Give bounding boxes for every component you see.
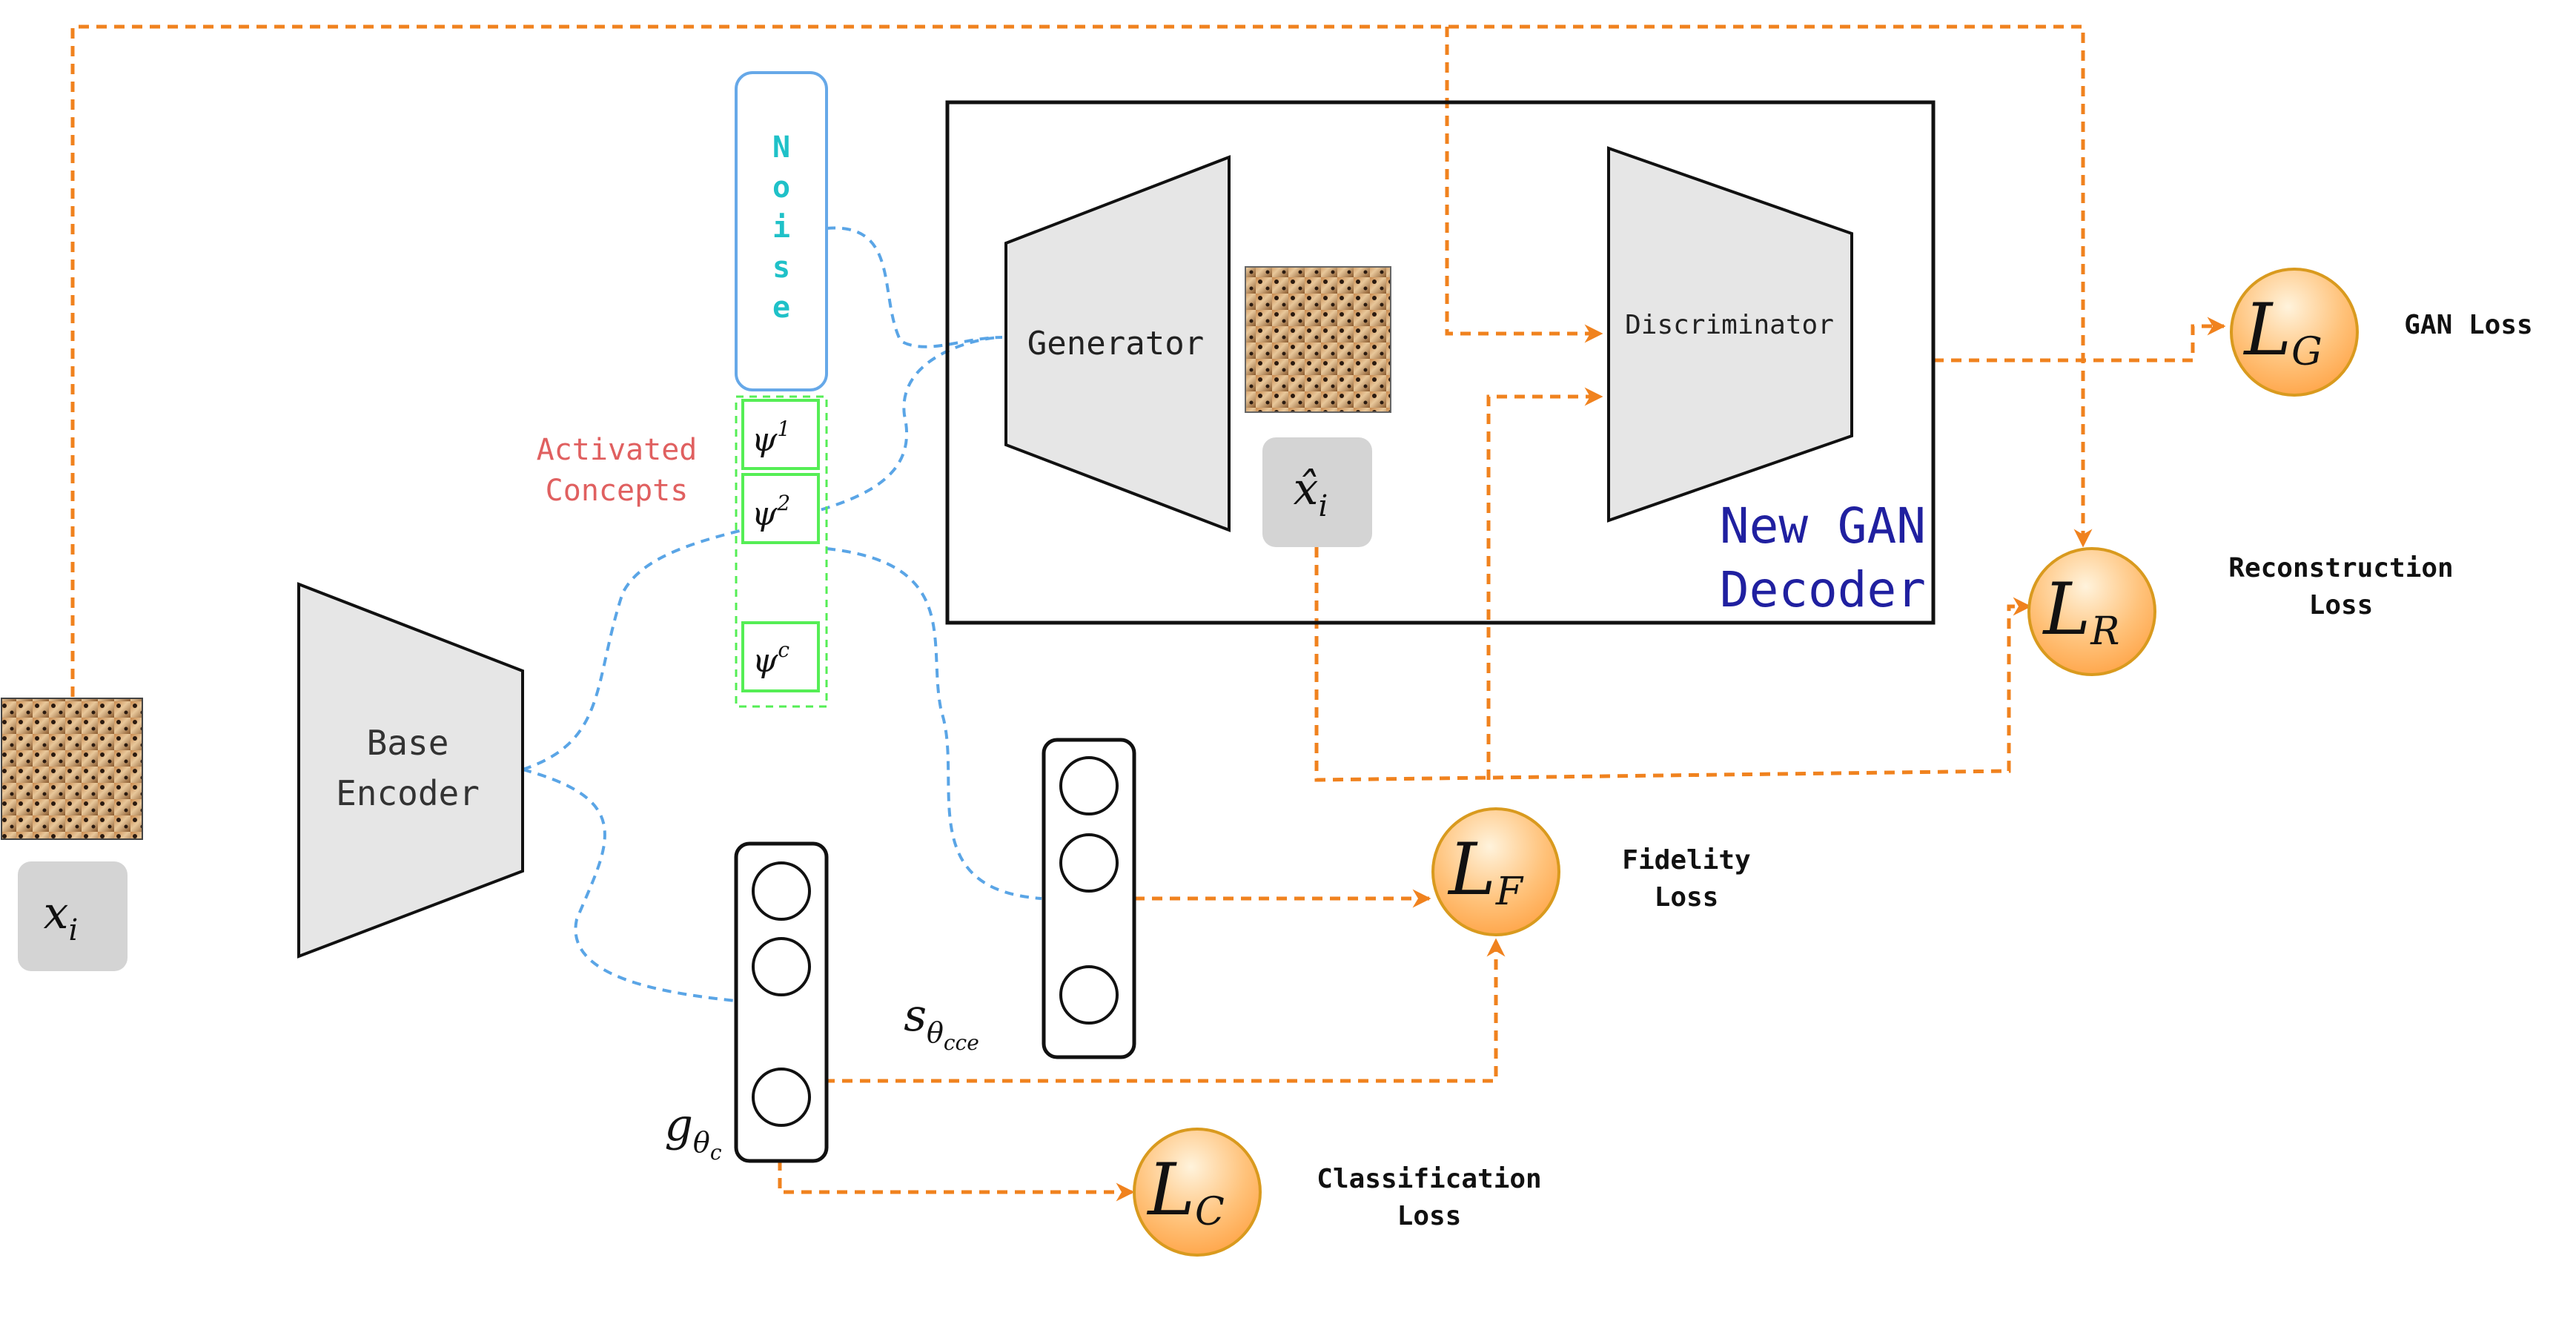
classification-loss-sub: C	[1195, 1190, 1225, 1234]
activated-concepts-line1: Activated	[537, 433, 698, 467]
input-image	[1, 698, 143, 840]
s-label-sub: θ	[927, 1016, 944, 1049]
g-network	[734, 841, 829, 1163]
arrow-g-to-fidelity-loss	[824, 938, 1506, 1083]
arrow-discriminator-to-gan-loss	[1933, 317, 2226, 363]
gan-decoder-line1: New GAN	[1720, 497, 1926, 555]
svg-text:LR: LR	[2042, 568, 2120, 654]
concept-2-box	[741, 473, 820, 544]
g-label-subsub: c	[710, 1140, 722, 1165]
neuron	[1059, 756, 1119, 815]
activated-concepts-line2: Concepts	[546, 474, 689, 508]
curve-encoder-to-g	[522, 768, 736, 1002]
classification-loss-label-line1: Classification	[1317, 1164, 1541, 1194]
concept-c-box	[741, 621, 820, 692]
generator-label: Generator	[1027, 325, 1204, 363]
cheetah-image	[1, 698, 143, 840]
encoder-label-line2: Encoder	[336, 773, 480, 813]
fidelity-loss-label-line1: Fidelity	[1622, 845, 1750, 876]
concept-c-sup: c	[778, 638, 789, 662]
arrow-g-to-classification-loss	[778, 1160, 1135, 1202]
gan-decoder-box: New GAN Decoder	[945, 100, 1936, 625]
gan-loss-label: GAN Loss	[2404, 310, 2532, 340]
concept-2: ψ	[752, 495, 778, 533]
discriminator: Discriminator	[1607, 146, 1853, 523]
arrow-reconstruction-to-discriminator	[1486, 387, 1603, 780]
g-label-sub: θ	[693, 1126, 710, 1159]
reconstruction-loss-label-line1: Reconstruction	[2228, 553, 2453, 583]
gan-loss-sub: G	[2291, 330, 2322, 374]
generator: Generator	[1004, 155, 1231, 532]
arrow-reconstruction-to-loss	[1314, 547, 2032, 782]
classification-loss: LC Classification Loss	[1133, 1128, 1542, 1257]
svg-text:ψ1: ψ1	[752, 417, 790, 459]
neuron	[752, 861, 811, 921]
fidelity-loss-symbol: L	[1447, 828, 1496, 911]
gan-decoder-line2: Decoder	[1720, 561, 1926, 618]
concept-1-box	[741, 399, 820, 470]
svg-text:x̂i: x̂i	[1294, 463, 1328, 523]
recon-label-box: x̂i	[1262, 437, 1372, 547]
gan-loss: LG GAN Loss	[2230, 268, 2533, 397]
noise-letter: i	[772, 211, 790, 245]
fidelity-loss-label-line2: Loss	[1655, 882, 1719, 913]
discriminator-label: Discriminator	[1625, 310, 1834, 340]
curve-noise-to-generator	[826, 226, 1003, 348]
concept-1-sup: 1	[777, 417, 790, 441]
neuron	[1059, 833, 1119, 893]
classification-loss-label-line2: Loss	[1397, 1201, 1462, 1231]
noise-letter: N	[772, 130, 790, 165]
svg-text:ψc: ψc	[752, 638, 790, 680]
reconstructed-image	[1245, 266, 1391, 413]
gan-loss-symbol: L	[2242, 288, 2291, 371]
neuron	[752, 1068, 811, 1127]
recon-label-sub: i	[1319, 489, 1328, 523]
reconstruction-loss-sub: R	[2090, 609, 2119, 654]
g-label: g	[665, 1099, 693, 1151]
s-label-subsub: cce	[944, 1030, 979, 1055]
s-label: s	[904, 990, 927, 1042]
svg-text:LC: LC	[1146, 1148, 1225, 1234]
orange-arrows	[70, 24, 2226, 1202]
curve-concepts-to-s	[826, 547, 1042, 900]
svg-text:LF: LF	[1447, 828, 1524, 914]
cheetah-image	[1245, 266, 1391, 413]
input-label-sub: i	[69, 913, 79, 947]
classification-loss-symbol: L	[1146, 1148, 1195, 1231]
fidelity-loss-sub: F	[1495, 870, 1524, 914]
input-label: x	[44, 887, 69, 939]
svg-text:gθc: gθc	[665, 1099, 722, 1165]
concept-1: ψ	[752, 421, 778, 459]
svg-text:ψ2: ψ2	[752, 491, 790, 533]
svg-text:sθcce: sθcce	[904, 990, 979, 1055]
arrow-input-to-reconstruction-loss	[70, 24, 2093, 697]
noise-letter: o	[772, 171, 790, 205]
arrow-input-to-discriminator	[1445, 27, 1603, 343]
concept-stack: ψ1 ψ2 ψc	[735, 395, 828, 708]
reconstruction-loss-symbol: L	[2042, 568, 2091, 651]
noise-letter: s	[772, 251, 790, 285]
fidelity-loss: LF Fidelity Loss	[1431, 807, 1751, 936]
neuron	[752, 937, 811, 996]
concept-2-sup: 2	[776, 491, 790, 515]
reconstruction-loss-label-line2: Loss	[2309, 590, 2374, 621]
base-encoder: Base Encoder	[297, 582, 524, 959]
input-label-box: xi	[18, 861, 128, 971]
s-network	[1042, 738, 1136, 1059]
svg-text:xi: xi	[44, 887, 79, 947]
encoder-label-line1: Base	[367, 723, 449, 763]
concept-c: ψ	[752, 642, 778, 680]
recon-label: x̂	[1294, 463, 1319, 515]
reconstruction-loss: LR Reconstruction Loss	[2027, 547, 2454, 676]
neuron	[1059, 965, 1119, 1025]
svg-text:LG: LG	[2242, 288, 2322, 374]
noise-letter: e	[772, 291, 790, 325]
